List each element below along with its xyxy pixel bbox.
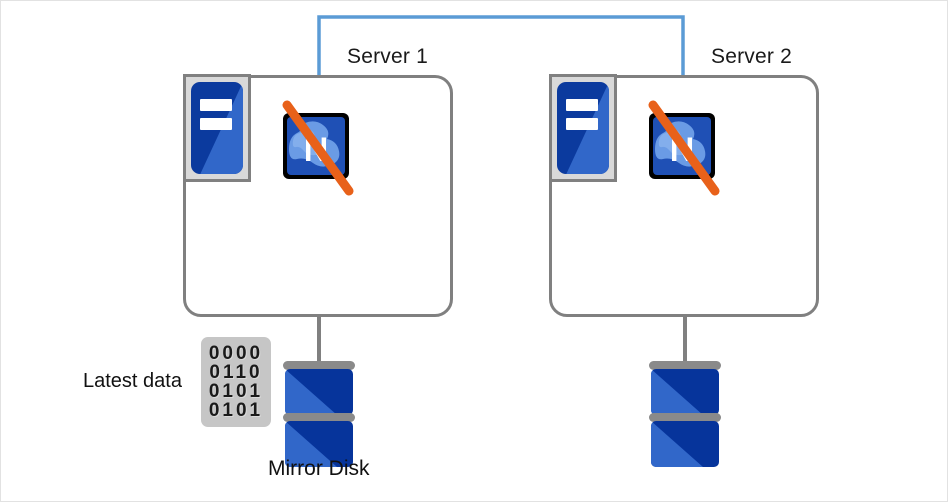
disk-platter-bottom — [285, 421, 353, 467]
server1-mirror-disk — [283, 361, 355, 467]
server-rack-icon-bar-bottom — [565, 117, 599, 130]
disk-platter-top — [285, 369, 353, 415]
server2-label: Server 2 — [711, 45, 792, 68]
disk-cap-top — [283, 361, 355, 370]
disk-platter-top — [651, 369, 719, 415]
binary-row-2: 0110 — [209, 362, 263, 383]
disk-platter-bottom — [651, 421, 719, 467]
server2-mirror-disk — [649, 361, 721, 467]
interconnect-line — [317, 15, 685, 79]
network-disabled-slash — [282, 100, 354, 196]
server-rack-icon-body — [557, 82, 609, 174]
disk-cap-middle — [283, 413, 355, 422]
latest-data-badge: 0000 0110 0101 0101 — [201, 337, 271, 427]
network-disabled-slash — [648, 100, 720, 196]
server1-disk-cable — [317, 317, 321, 364]
server2-network-globe-icon: N — [641, 99, 727, 199]
binary-row-4: 0101 — [208, 400, 264, 421]
binary-row-1: 0000 — [208, 343, 264, 364]
server1-server-rack-icon — [183, 74, 251, 182]
mirror-disk-label: Mirror Disk — [268, 457, 370, 480]
server1-network-globe-icon: N — [275, 99, 361, 199]
server-rack-icon-bar-top — [199, 99, 233, 112]
disk-cap-top — [649, 361, 721, 370]
server-rack-icon-bar-bottom — [199, 117, 233, 130]
disk-cap-middle — [649, 413, 721, 422]
server1-label: Server 1 — [347, 45, 428, 68]
server-rack-icon-body — [191, 82, 243, 174]
server2-server-rack-icon — [549, 74, 617, 182]
binary-row-3: 0101 — [208, 381, 264, 402]
server-rack-icon-bar-top — [565, 99, 599, 112]
latest-data-caption: Latest data — [83, 370, 182, 392]
server2-disk-cable — [683, 317, 687, 364]
